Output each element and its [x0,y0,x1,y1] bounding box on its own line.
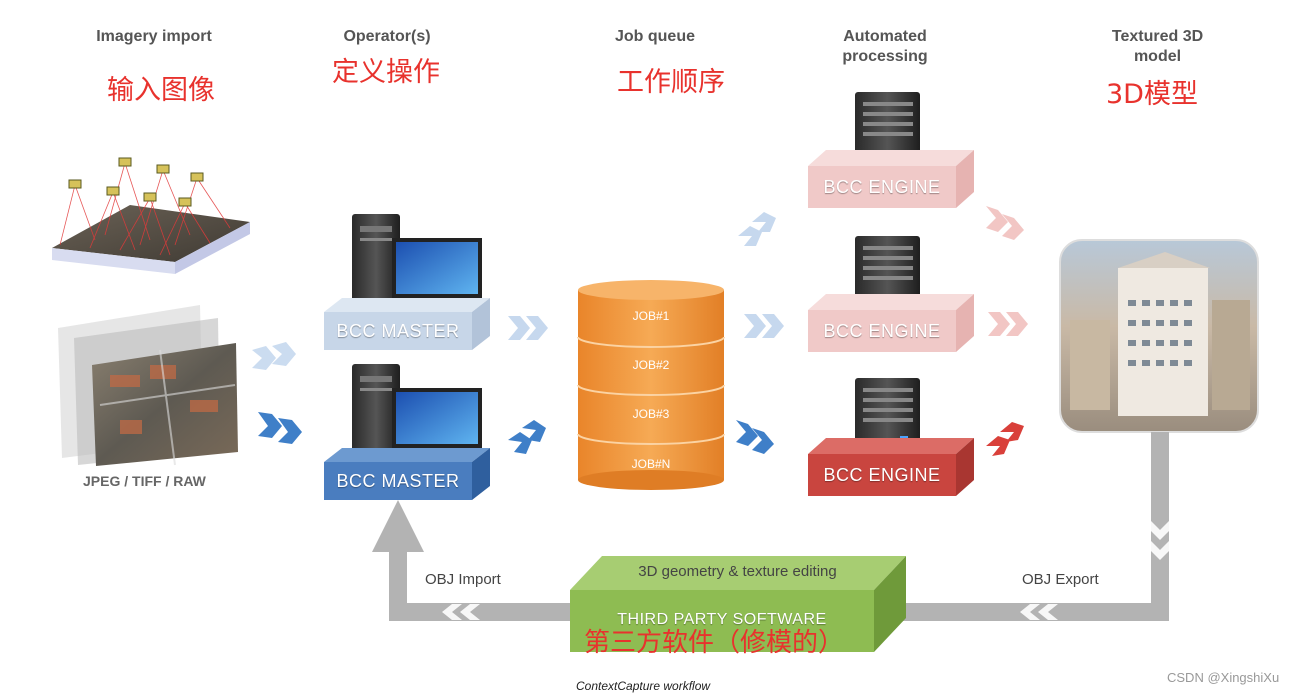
engine-server-1 [855,92,920,166]
obj-import-label: OBJ Import [425,571,501,588]
job-label-1: JOB#1 [632,309,670,323]
engine-label-3: BCC ENGINE [823,465,941,485]
master-label-top: BCC MASTER [336,321,460,341]
third-party-top-label: 3D geometry & texture editing [638,563,837,580]
header-textured-line-1: Textured 3D [1111,28,1204,45]
cn-label-3d-model: 3D模型 [1106,79,1198,110]
job-label-n: JOB#N [631,457,671,471]
chevrons-left-import [442,604,480,620]
engine-platform-1 [808,150,974,208]
job-label-2: JOB#2 [632,358,670,372]
chevrons-down-loop [1150,520,1170,560]
chevrons-left-export [1020,604,1058,620]
chevrons-engine-1-to-model [986,206,1024,240]
chevrons-queue-to-engine-1 [738,212,776,246]
chevrons-photos-to-master-bottom [258,412,302,444]
chevrons-master-to-queue-top [508,316,548,340]
header-automated-line-2: processing [842,48,928,65]
master-platform-top [324,298,490,350]
master-computer-bottom [352,364,482,462]
third-party-front-label: THIRD PARTY SOFTWARE [617,611,827,628]
master-platform-bottom [324,448,490,500]
header-automated-line-1: Automated [843,28,927,45]
engine-server-3 [855,378,920,452]
engine-server-2 [855,236,920,310]
master-label-bottom: BCC MASTER [336,471,460,491]
watermark: CSDN @XingshiXu [1167,670,1280,685]
chevrons-queue-to-engine-3 [736,420,774,454]
engine-platform-3 [808,438,974,496]
engine-label-1: BCC ENGINE [823,177,941,197]
header-textured-3d-model: Textured 3D model [1095,27,1220,67]
cn-label-third-party: 第三方软件（修模的） [584,628,845,658]
chevrons-engine-2-to-model [988,312,1028,336]
chevrons-engine-3-to-model [986,422,1024,456]
header-textured-line-2: model [1133,48,1182,65]
header-operators: Operator(s) [343,28,431,45]
job-label-3: JOB#3 [632,407,670,421]
textured-3d-model-image [1059,239,1259,433]
cn-label-define-operation: 定义操作 [332,57,440,88]
terrain-with-cameras-image [52,157,250,274]
job-queue-cylinder [577,280,725,490]
cn-label-input-images: 输入图像 [107,75,215,106]
cn-label-work-order: 工作顺序 [617,67,725,98]
loop-arrowhead-up [372,500,424,552]
aerial-photo-stack-image [58,305,238,466]
header-automated-processing: Automated processing [820,27,950,67]
header-imagery-import: Imagery import [96,28,212,45]
chevrons-queue-to-engine-2 [744,314,784,338]
third-party-box [570,556,906,652]
formats-label: JPEG / TIFF / RAW [83,473,206,489]
figure-caption: ContextCapture workflow [576,679,711,693]
obj-export-label: OBJ Export [1022,571,1099,588]
master-computer-top [352,214,482,312]
header-job-queue: Job queue [614,28,695,45]
engine-platform-2 [808,294,974,352]
chevrons-master-to-queue-bottom [508,420,546,454]
engine-label-2: BCC ENGINE [823,321,941,341]
chevrons-photos-to-master-top [252,342,296,370]
